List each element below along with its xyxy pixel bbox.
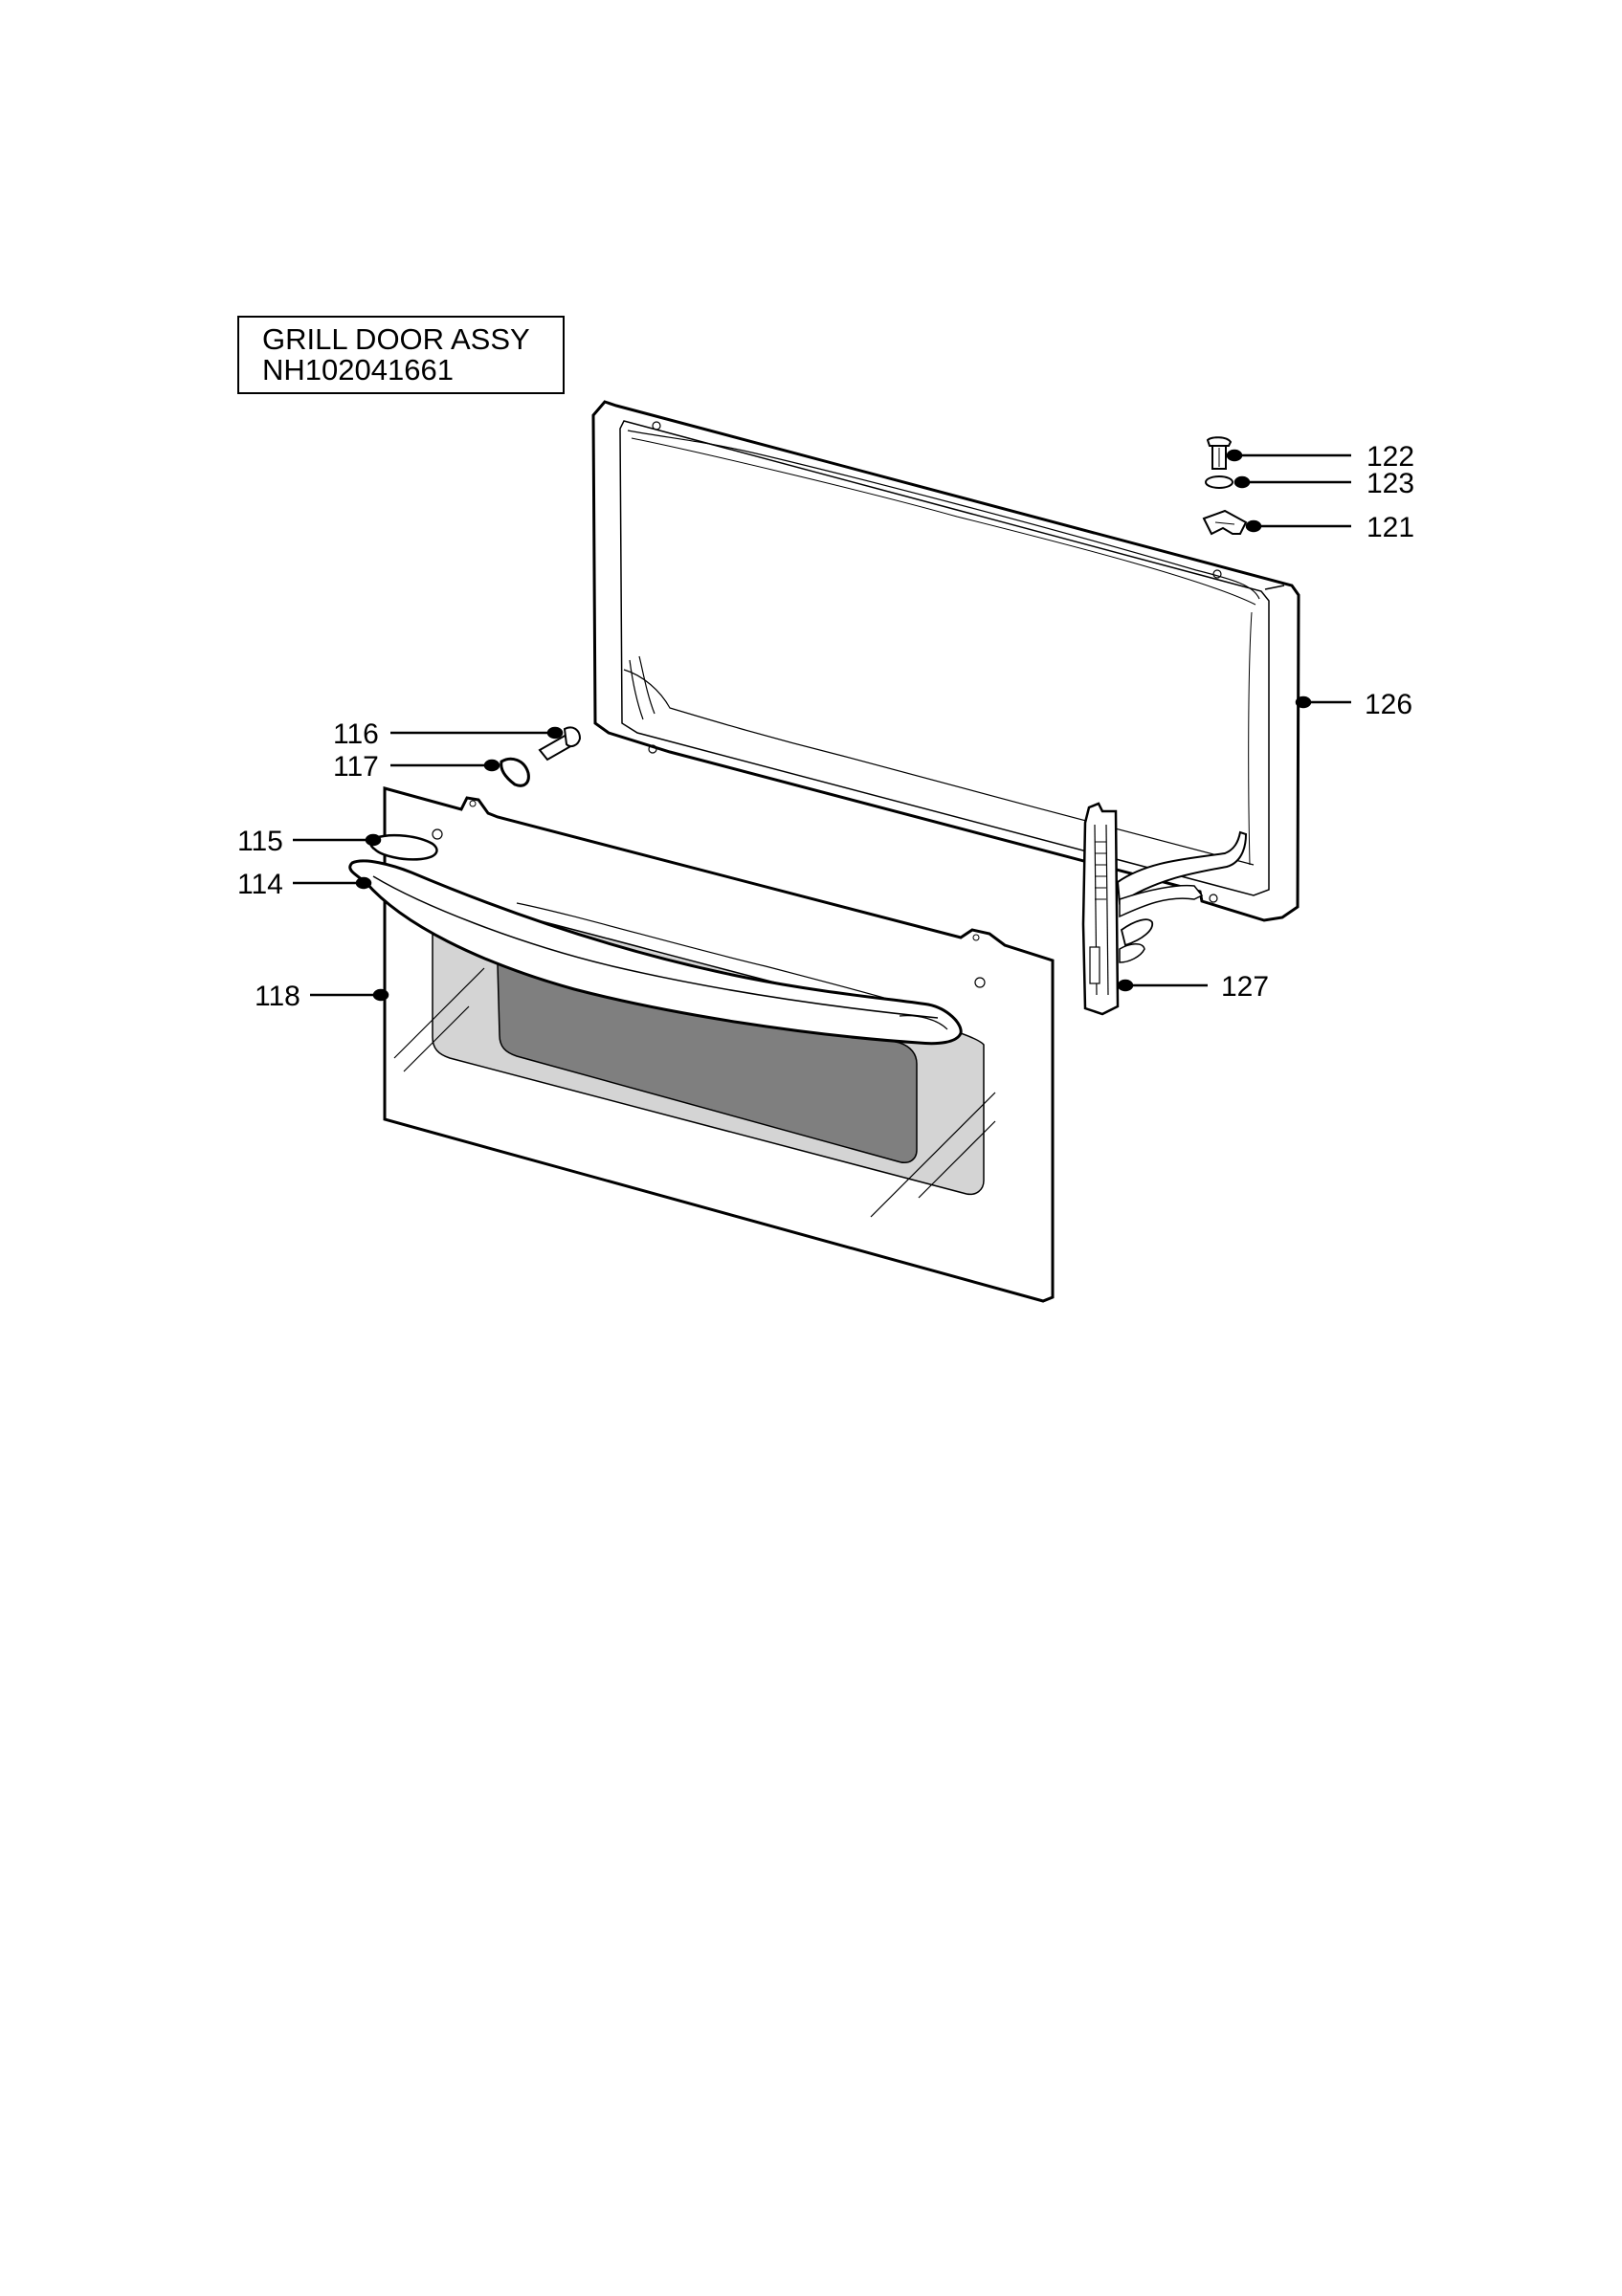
- leader-dot-116: [546, 726, 564, 740]
- callout-labels: 122 123 121 126 116 117 115 114 118 127: [237, 441, 1414, 1012]
- title-box: GRILL DOOR ASSY NH102041661: [237, 316, 565, 394]
- callout-126: 126: [1365, 689, 1412, 720]
- assembly-name: GRILL DOOR ASSY: [262, 322, 530, 356]
- leader-dot-126: [1295, 695, 1312, 709]
- assembly-code: NH102041661: [262, 353, 454, 386]
- leader-dot-117: [483, 759, 500, 772]
- callout-122: 122: [1366, 441, 1414, 473]
- callout-115: 115: [237, 826, 283, 857]
- leader-dot-123: [1233, 475, 1251, 489]
- callout-123: 123: [1366, 468, 1414, 499]
- callout-127: 127: [1221, 971, 1269, 1003]
- cap-part-117: [500, 757, 530, 787]
- leader-dot-127: [1117, 979, 1134, 992]
- leader-dot-115: [365, 833, 382, 847]
- callout-118: 118: [255, 981, 300, 1012]
- callout-114: 114: [237, 869, 283, 900]
- door-inner-frame-part-126: [591, 400, 1300, 922]
- door-outer-glass-part-118: [383, 786, 1055, 1303]
- leader-dot-118: [372, 988, 389, 1002]
- screw-part-116: [538, 726, 582, 762]
- callout-116: 116: [333, 718, 379, 750]
- handle-end-cap-part-115: [369, 833, 438, 861]
- leader-lines: [293, 449, 1351, 1002]
- hinge-part-127: [1081, 802, 1248, 1016]
- callout-121: 121: [1366, 512, 1414, 543]
- leader-dot-122: [1226, 449, 1243, 462]
- rivet-part-122: [1206, 436, 1233, 470]
- door-handle-part-114: [348, 859, 963, 1046]
- leader-dot-121: [1245, 519, 1262, 533]
- clip-part-121: [1202, 509, 1248, 536]
- leader-dot-114: [355, 876, 372, 890]
- callout-117: 117: [333, 751, 379, 783]
- washer-part-123: [1205, 475, 1233, 489]
